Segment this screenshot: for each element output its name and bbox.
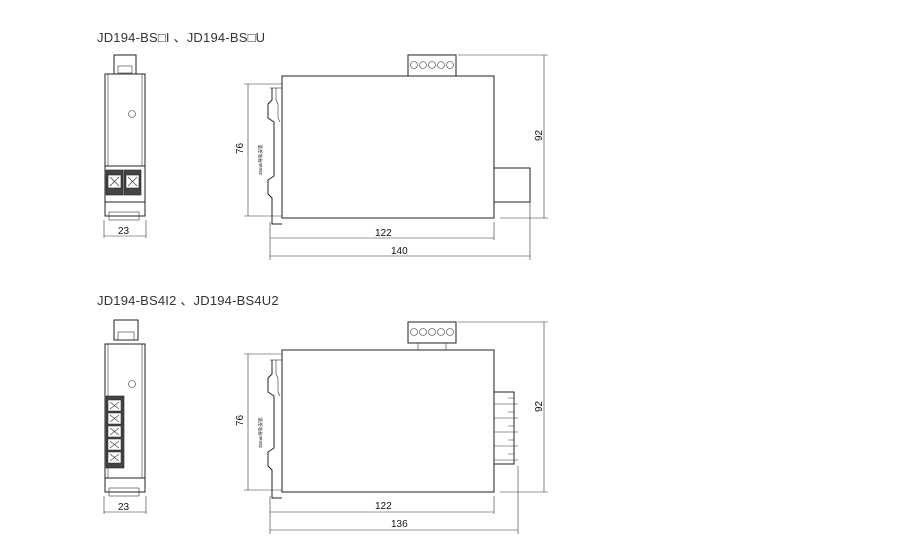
- overall-height-label-1: 92: [534, 129, 545, 141]
- height-label-2: 76: [235, 414, 246, 426]
- section-1-title: JD194-BS□I 、JD194-BS□U: [97, 30, 266, 45]
- width-label-1: 23: [118, 226, 130, 237]
- front-view-2: [104, 319, 146, 497]
- section-2-title: JD194-BS4I2 、JD194-BS4U2: [97, 293, 279, 308]
- depth-body-label-2: 122: [375, 501, 392, 512]
- depth-total-label-1: 140: [391, 246, 408, 257]
- overall-height-label-2: 92: [534, 400, 545, 412]
- side-view-1: 35mm导轨安装: [257, 54, 531, 225]
- dimension-23-front-1: [103, 220, 147, 238]
- dimension-122-1: [269, 202, 531, 260]
- depth-body-label-1: 122: [375, 228, 392, 239]
- dimension-122-2: [269, 466, 519, 534]
- rail-note-1: 35mm导轨安装: [257, 144, 264, 175]
- side-view-2: 35mm导轨安装: [257, 321, 518, 499]
- width-label-2: 23: [118, 502, 130, 513]
- rail-note-2: 35mm导轨安装: [257, 417, 264, 448]
- front-terminals-2: [107, 399, 122, 464]
- dimension-23-front-2: [103, 496, 147, 514]
- side-terminals-2: [493, 391, 518, 465]
- front-view-1: [104, 54, 146, 221]
- dimension-76-1: [244, 83, 282, 217]
- height-label-1: 76: [235, 142, 246, 154]
- dimension-76-2: [244, 353, 282, 491]
- depth-total-label-2: 136: [391, 519, 408, 530]
- dimension-92-2: [458, 321, 548, 493]
- dimension-92-1: [458, 54, 548, 219]
